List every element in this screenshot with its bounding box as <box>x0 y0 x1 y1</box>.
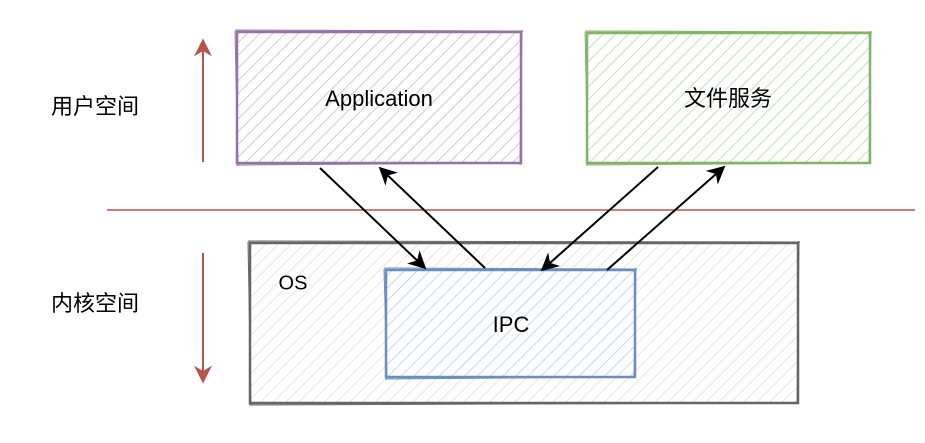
application-label: Application <box>325 86 433 111</box>
kernel-space-label: 内核空间 <box>51 291 139 316</box>
app-to-ipc-arrow <box>319 167 427 270</box>
user-space-label: 用户空间 <box>51 94 139 119</box>
ipc-box: IPC <box>383 267 638 380</box>
ipc-label: IPC <box>493 312 530 337</box>
ipc-to-app-arrow <box>378 166 486 269</box>
application-box: Application <box>234 29 524 167</box>
file-service-box: 文件服务 <box>584 30 873 166</box>
fs-to-ipc-arrow <box>540 166 659 272</box>
ipc-to-fs-arrow <box>606 165 726 271</box>
os-label: OS <box>279 272 308 294</box>
file-service-label: 文件服务 <box>684 86 772 111</box>
